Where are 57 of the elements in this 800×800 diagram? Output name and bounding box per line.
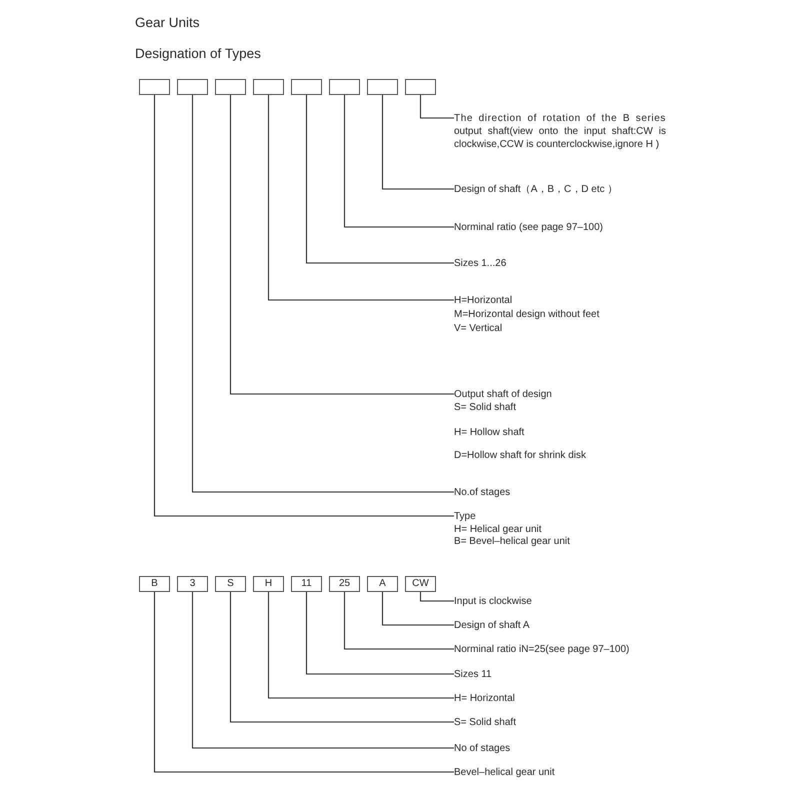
description-text: Sizes 1...26 — [454, 256, 506, 270]
leader-line — [382, 95, 454, 190]
description-heading: Output shaft of design — [454, 388, 552, 400]
leader-line — [192, 95, 454, 493]
leader-line — [420, 95, 454, 119]
code-box: 11 — [291, 576, 322, 592]
leader-line — [192, 592, 454, 749]
code-box: B — [139, 576, 170, 592]
leader-line — [306, 592, 454, 675]
description-text: No.of stages — [454, 486, 510, 498]
section-heading: Designation of Types — [135, 45, 261, 62]
blank-code-box — [177, 79, 208, 95]
leader-line — [306, 95, 454, 264]
blank-code-box — [405, 79, 436, 95]
blank-code-box — [139, 79, 170, 95]
description-heading: H=Horizontal — [454, 294, 512, 306]
leader-line — [154, 95, 454, 517]
description-text: Norminal ratio iN=25(see page 97–100) — [454, 642, 630, 656]
code-box: CW — [405, 576, 436, 592]
code-box: A — [367, 576, 398, 592]
option-text: V= Vertical — [454, 322, 502, 334]
leader-line — [382, 592, 454, 626]
page-title: Gear Units — [135, 14, 200, 31]
option-text: H= Helical gear unit — [454, 522, 542, 536]
leader-line — [420, 592, 454, 602]
leader-line — [154, 592, 454, 773]
description-text: No of stages — [454, 742, 510, 754]
description-text: Input is clockwise — [454, 594, 532, 608]
option-text: D=Hollow shaft for shrink disk — [454, 448, 586, 462]
blank-code-box — [329, 79, 360, 95]
description-text: S= Solid shaft — [454, 716, 516, 728]
leader-line — [344, 95, 454, 228]
code-box: H — [253, 576, 284, 592]
description-text: The direction of rotation of the B series output shaft(view onto the input shaft:CW is clockwise,CCW is counterclockwise,ignore H ) — [454, 112, 666, 150]
leader-line — [344, 592, 454, 650]
leader-line — [268, 592, 454, 699]
description-text: Norminal ratio (see page 97–100) — [454, 220, 603, 234]
leader-line — [230, 592, 454, 723]
leader-line — [230, 95, 454, 395]
option-text: H= Hollow shaft — [454, 426, 524, 438]
option-text: M=Horizontal design without feet — [454, 308, 600, 320]
description-text: Sizes 11 — [454, 668, 492, 680]
blank-code-box — [367, 79, 398, 95]
description-heading: Type — [454, 510, 476, 522]
description-text: Design of shaft（A，B，C，D etc ） — [454, 182, 618, 196]
option-text: S= Solid shaft — [454, 400, 516, 414]
blank-code-box — [215, 79, 246, 95]
description-text: H= Horizontal — [454, 692, 515, 704]
code-box: S — [215, 576, 246, 592]
code-box: 25 — [329, 576, 360, 592]
description-text: Design of shaft A — [454, 618, 530, 632]
description-text: Bevel–helical gear unit — [454, 766, 555, 778]
code-box: 3 — [177, 576, 208, 592]
blank-code-box — [291, 79, 322, 95]
leader-line — [268, 95, 454, 301]
option-text: B= Bevel–helical gear unit — [454, 534, 570, 548]
blank-code-box — [253, 79, 284, 95]
